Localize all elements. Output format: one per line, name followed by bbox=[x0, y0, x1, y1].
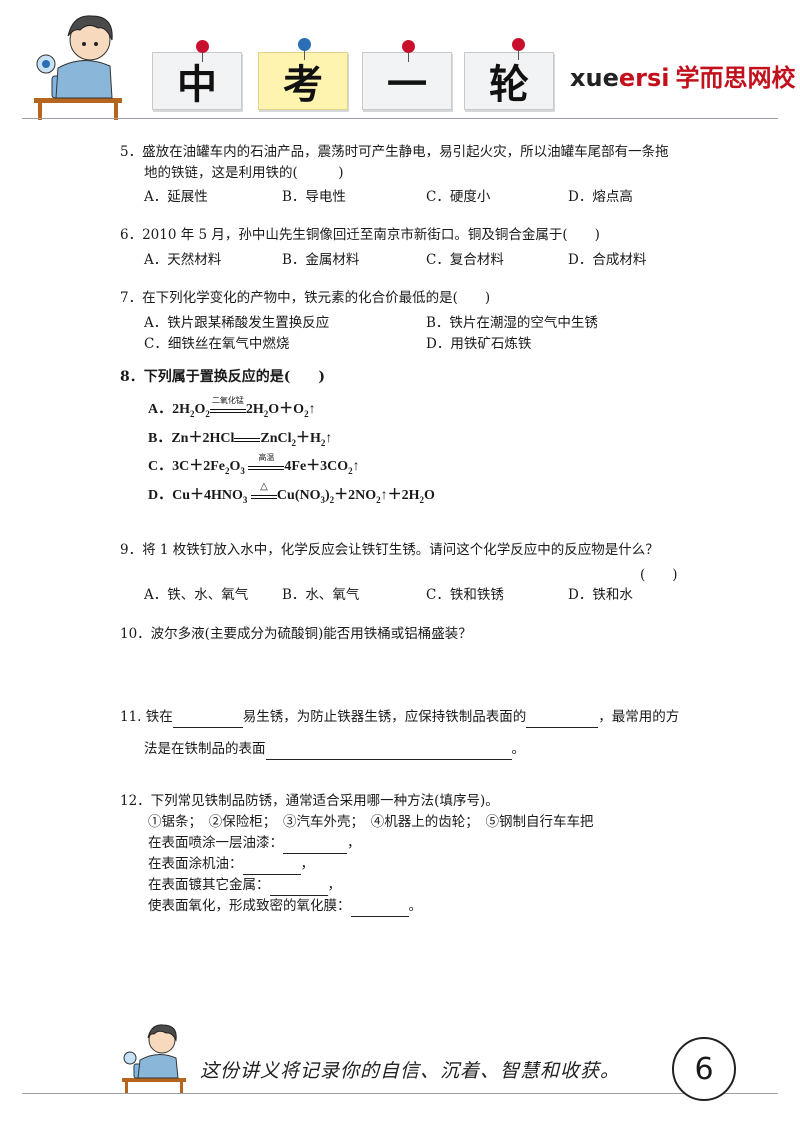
question-6: 6．2010 年 5 月，孙中山先生铜像回迁至南京市新街口。铜及铜合金属于( ) bbox=[120, 227, 600, 243]
q12-line-1: 在表面喷涂一层油漆：， bbox=[148, 833, 361, 854]
fill-blank[interactable] bbox=[242, 860, 301, 875]
q9-answer-paren: ( ) bbox=[640, 567, 678, 583]
question-12: 12．下列常见铁制品防锈，通常适合采用哪一种方法(填序号)。 bbox=[120, 793, 499, 809]
option-label: C． bbox=[148, 459, 173, 474]
footer-divider bbox=[22, 1093, 778, 1094]
q6-option-b: B．金属材料 bbox=[282, 252, 360, 268]
option-label: B． bbox=[148, 431, 172, 446]
brand-cn: 学而思网校 bbox=[675, 64, 796, 92]
question-10: 10．波尔多液(主要成分为硫酸铜)能否用铁桶或铝桶盛装？ bbox=[120, 626, 472, 642]
mascot-scientist-illustration bbox=[34, 15, 122, 120]
option-label: A． bbox=[148, 402, 173, 417]
title-note-2: 考 bbox=[258, 52, 348, 110]
reaction-condition: △ bbox=[250, 481, 277, 499]
question-5-line1: 5．盛放在油罐车内的石油产品，震荡时可产生静电，易引起火灾，所以油罐车尾部有一条… bbox=[120, 144, 669, 160]
brand-en-a: xue bbox=[570, 64, 619, 92]
q12-items: ①锯条； ②保险柜； ③汽车外壳； ④机器上的齿轮； ⑤钢制自行车车把 bbox=[148, 814, 594, 830]
q5-option-a: A．延展性 bbox=[144, 189, 208, 205]
footer-slogan: 这份讲义将记录你的自信、沉着、智慧和收获。 bbox=[200, 1060, 621, 1082]
q5-option-d: D．熔点高 bbox=[568, 189, 633, 205]
brand-en-b: ersi bbox=[618, 64, 670, 92]
q7-option-c: C．细铁丝在氧气中燃烧 bbox=[144, 336, 290, 352]
header-divider bbox=[22, 118, 778, 119]
fill-blank[interactable] bbox=[172, 713, 243, 728]
fill-blank[interactable] bbox=[526, 713, 599, 728]
q9-option-b: B．水、氧气 bbox=[282, 587, 360, 603]
q7-option-b: B．铁片在潮湿的空气中生锈 bbox=[426, 315, 598, 331]
pushpin-icon bbox=[402, 40, 415, 62]
question-11-line1: 11. 铁在易生锈，为防止铁器生锈，应保持铁制品表面的，最常用的方 bbox=[120, 707, 679, 728]
pushpin-icon bbox=[196, 40, 209, 62]
q9-option-d: D．铁和水 bbox=[568, 587, 633, 603]
page-number: 6 bbox=[672, 1037, 736, 1101]
question-9: 9．将 1 枚铁钉放入水中，化学反应会让铁钉生锈。请问这个化学反应中的反应物是什… bbox=[120, 542, 659, 558]
q7-option-a: A．铁片跟某稀酸发生置换反应 bbox=[144, 315, 330, 331]
question-7: 7．在下列化学变化的产物中，铁元素的化合价最低的是( ) bbox=[120, 290, 491, 306]
fill-blank[interactable] bbox=[269, 881, 328, 896]
pushpin-icon bbox=[298, 38, 311, 60]
fill-blank[interactable] bbox=[265, 745, 512, 760]
option-label: D． bbox=[148, 488, 173, 503]
q12-line-3: 在表面镀其它金属：， bbox=[148, 875, 341, 896]
question-5-line2: 地的铁链，这是利用铁的( ) bbox=[144, 165, 344, 181]
reaction-condition: 高温 bbox=[248, 453, 285, 470]
title-note-3: 一 bbox=[362, 52, 452, 110]
q12-line-4: 使表面氧化，形成致密的氧化膜：。 bbox=[148, 896, 422, 917]
q5-option-b: B．导电性 bbox=[282, 189, 346, 205]
pushpin-icon bbox=[512, 38, 525, 60]
q6-option-c: C．复合材料 bbox=[426, 252, 504, 268]
title-note-4: 轮 bbox=[464, 52, 554, 110]
mascot-footer-illustration bbox=[122, 1024, 186, 1094]
question-8: 8．下列属于置换反应的是( ) bbox=[120, 369, 325, 385]
q9-option-c: C．铁和铁锈 bbox=[426, 587, 504, 603]
fill-blank[interactable] bbox=[283, 839, 347, 854]
q6-option-d: D．合成材料 bbox=[568, 252, 647, 268]
q8-option-d: D．Cu＋4HNO3 △Cu(NO3)2＋2NO2↑＋2H2O bbox=[148, 480, 435, 505]
fill-blank[interactable] bbox=[350, 902, 409, 917]
q12-line-2: 在表面涂机油：， bbox=[148, 854, 314, 875]
title-note-1: 中 bbox=[152, 52, 242, 110]
reaction-condition: 二氧化锰 bbox=[209, 396, 246, 413]
question-11-line2: 法是在铁制品的表面。 bbox=[144, 739, 525, 760]
q9-option-a: A．铁、水、氧气 bbox=[144, 587, 249, 603]
q7-option-d: D．用铁矿石炼铁 bbox=[426, 336, 532, 352]
q6-option-a: A．天然材料 bbox=[144, 252, 222, 268]
q5-option-c: C．硬度小 bbox=[426, 189, 491, 205]
